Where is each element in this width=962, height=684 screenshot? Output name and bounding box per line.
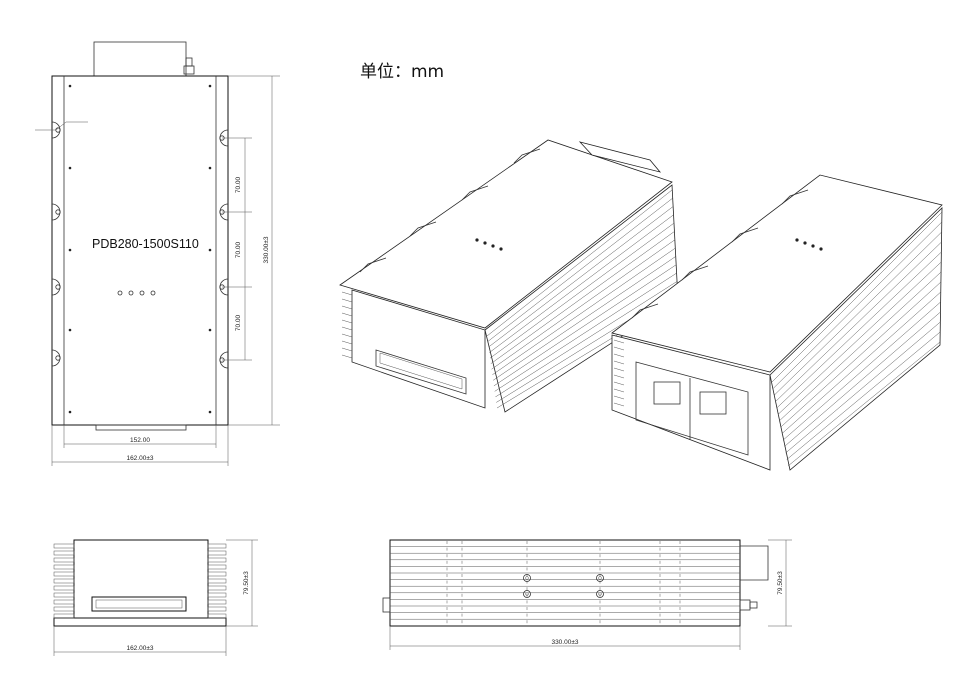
isometric-view-front (339, 139, 679, 413)
side-length-dimension: 330.00±3 (551, 639, 578, 646)
led-indicators (117, 290, 156, 296)
length-dimension: 330.00±3 (263, 236, 270, 263)
end-view-body (73, 539, 209, 619)
end-width-dimension: 162.00±3 (126, 645, 153, 652)
isometric-view-rear (611, 174, 943, 471)
side-view: 79.50±3 330.00±3 (382, 539, 792, 650)
pitch-dimension-2: 70.00 (235, 241, 242, 258)
screw-terminal (185, 57, 193, 67)
end-view: 79.50±3 162.00±3 (53, 539, 258, 656)
top-view: 70.00 70.00 70.00 330.00±3 152.00 162.00… (35, 41, 280, 466)
end-connector-slot (91, 596, 187, 612)
unit-label: 单位：mm (360, 62, 445, 82)
pitch-dimension-1: 70.00 (235, 176, 242, 193)
side-height-dimension: 79.50±3 (777, 571, 784, 595)
end-height-dimension: 79.50±3 (243, 571, 250, 595)
top-connector-box (93, 41, 187, 77)
outer-width-dimension: 162.00±3 (126, 455, 153, 462)
side-view-body (389, 539, 741, 627)
model-label: PDB280-1500S110 (92, 237, 199, 251)
top-outer-plate (51, 75, 229, 426)
pitch-dimension-3: 70.00 (235, 314, 242, 331)
inner-width-dimension: 152.00 (130, 437, 150, 444)
side-screws (523, 574, 604, 598)
